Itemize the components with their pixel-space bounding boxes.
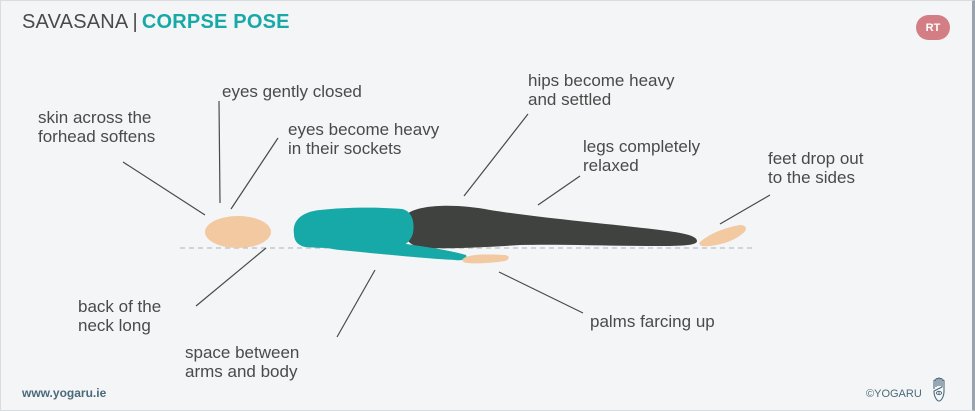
pointer-feet bbox=[719, 194, 771, 225]
label-space-arms: space between arms and body bbox=[185, 343, 300, 381]
head-shape bbox=[205, 216, 271, 248]
title-pose-name: SAVASANA bbox=[22, 11, 129, 33]
palm-shape bbox=[462, 254, 509, 264]
label-legs: legs completely relaxed bbox=[583, 137, 701, 175]
pointer-neck bbox=[195, 247, 267, 307]
label-skin-forehead: skin across the forhead softens bbox=[38, 108, 156, 146]
pointer-palms bbox=[498, 271, 584, 314]
foot-shape bbox=[699, 225, 746, 247]
pointer-eyes-heavy bbox=[230, 137, 279, 210]
label-eyes-heavy: eyes become heavy in their sockets bbox=[288, 120, 440, 158]
pointer-legs bbox=[537, 175, 581, 206]
author-badge: RT bbox=[916, 15, 950, 40]
copyright-text: ©YOGARU bbox=[866, 388, 922, 400]
website-link[interactable]: www.yogaru.ie bbox=[22, 386, 107, 400]
label-feet: feet drop out to the sides bbox=[768, 149, 864, 187]
title-pose-english: CORPSE POSE bbox=[141, 11, 290, 33]
legs-shape bbox=[403, 205, 697, 249]
pointer-eyes-closed bbox=[218, 100, 221, 204]
title-separator: | bbox=[132, 11, 138, 33]
label-hips: hips become heavy and settled bbox=[528, 71, 675, 109]
label-eyes-closed: eyes gently closed bbox=[222, 82, 362, 101]
arm-shape bbox=[300, 226, 467, 261]
pointer-hips bbox=[463, 113, 529, 197]
pointer-lines bbox=[122, 100, 771, 338]
page-title: SAVASANA|CORPSE POSE bbox=[22, 11, 290, 34]
pointer-space bbox=[336, 269, 376, 338]
pointer-skin bbox=[122, 161, 206, 216]
label-neck: back of the neck long bbox=[78, 297, 162, 335]
label-palms: palms farcing up bbox=[590, 312, 715, 331]
hamsa-hand-icon bbox=[933, 377, 945, 402]
